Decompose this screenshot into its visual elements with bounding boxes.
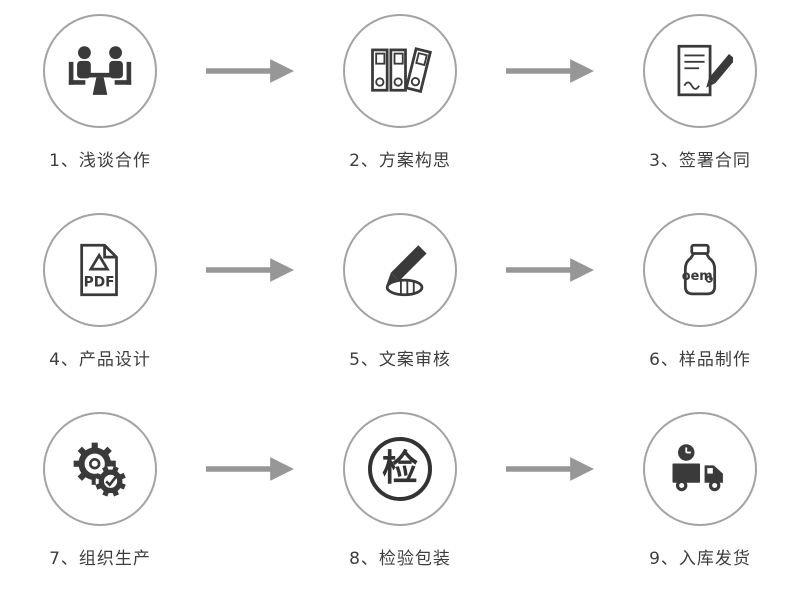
step-3: 3、签署合同 <box>600 14 800 171</box>
oem-label: oem <box>682 269 713 284</box>
step-7: 7、组织生产 <box>0 412 200 569</box>
row-1: 1、浅谈合作 <box>0 14 800 171</box>
right-arrow-icon <box>506 457 594 481</box>
step-5: 5、文案审核 <box>300 213 500 370</box>
right-arrow-icon <box>206 457 294 481</box>
step-label: 3、签署合同 <box>649 151 751 171</box>
arrow-1-2 <box>200 14 300 128</box>
step-1: 1、浅谈合作 <box>0 14 200 171</box>
step-label: 2、方案构思 <box>349 151 451 171</box>
inspection-seal-icon: 检 <box>368 437 432 501</box>
arrow-5-6 <box>500 213 600 327</box>
oem-bottle-icon: oem <box>682 243 717 296</box>
step-label: 1、浅谈合作 <box>49 151 151 171</box>
contract-icon <box>677 44 733 97</box>
binders-icon <box>371 47 432 94</box>
right-arrow-icon <box>506 258 594 282</box>
delivery-truck-icon <box>672 444 723 492</box>
right-arrow-icon <box>206 59 294 83</box>
step-7-circle <box>43 412 157 526</box>
step-label: 5、文案审核 <box>349 350 451 370</box>
step-1-circle <box>43 14 157 128</box>
step-label: 6、样品制作 <box>649 350 751 370</box>
arrow-8-9 <box>500 412 600 526</box>
step-2-circle <box>343 14 457 128</box>
right-arrow-icon <box>506 59 594 83</box>
right-arrow-icon <box>206 258 294 282</box>
arrow-7-8 <box>200 412 300 526</box>
step-label: 8、检验包装 <box>349 549 451 569</box>
step-2: 2、方案构思 <box>300 14 500 171</box>
step-3-circle <box>643 14 757 128</box>
pdf-file-icon: PDF <box>80 243 118 297</box>
step-9-circle <box>643 412 757 526</box>
inspect-character: 检 <box>381 448 418 489</box>
row-2: PDF 4、产品设计 5、文案审核 <box>0 213 800 370</box>
writing-hand-icon <box>385 245 427 297</box>
step-6-circle: oem <box>643 213 757 327</box>
step-label: 7、组织生产 <box>49 549 151 569</box>
step-8: 检 8、检验包装 <box>300 412 500 569</box>
gears-icon <box>73 442 126 497</box>
step-4: PDF 4、产品设计 <box>0 213 200 370</box>
step-label: 9、入库发货 <box>649 549 751 569</box>
step-label: 4、产品设计 <box>49 350 151 370</box>
row-3: 7、组织生产 检 8、检验包装 <box>0 412 800 569</box>
meeting-icon <box>68 46 132 95</box>
step-4-circle: PDF <box>43 213 157 327</box>
arrow-4-5 <box>200 213 300 327</box>
arrow-2-3 <box>500 14 600 128</box>
step-9: 9、入库发货 <box>600 412 800 569</box>
pdf-label: PDF <box>84 275 115 291</box>
step-5-circle <box>343 213 457 327</box>
step-6: oem 6、样品制作 <box>600 213 800 370</box>
step-8-circle: 检 <box>343 412 457 526</box>
